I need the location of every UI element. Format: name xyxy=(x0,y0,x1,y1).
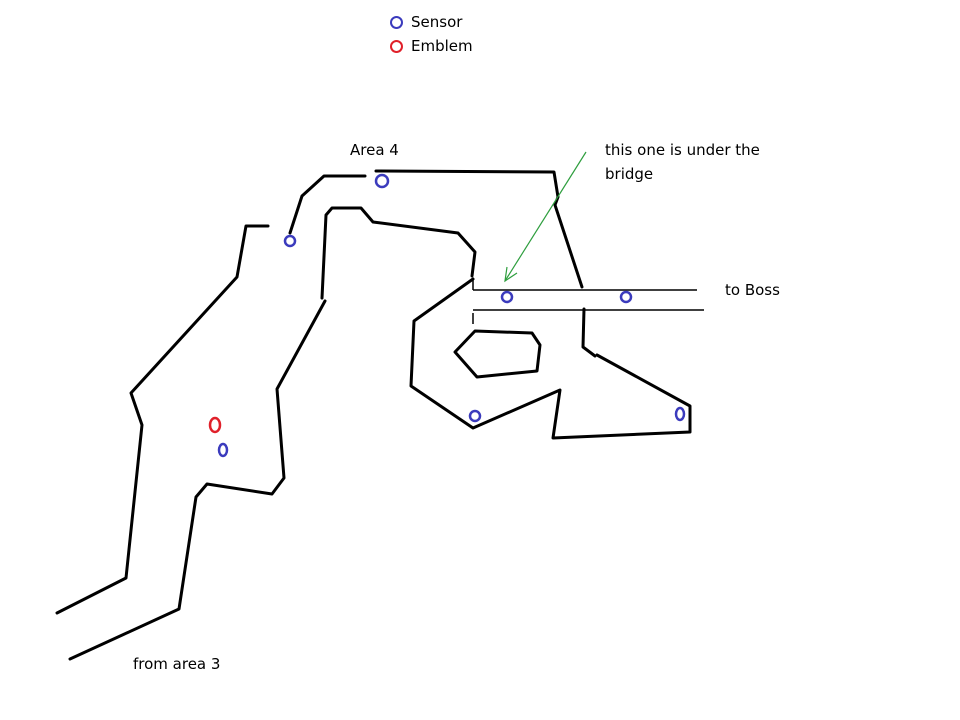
wall-outer-left xyxy=(55,224,270,615)
wall-outer-top xyxy=(288,174,367,235)
sensor-legend-icon xyxy=(390,15,403,29)
sensor-marker xyxy=(374,173,390,189)
sensor-marker xyxy=(619,290,633,304)
sensor-marker xyxy=(674,406,686,422)
from-area-label: from area 3 xyxy=(133,655,221,673)
to-boss-label: to Boss xyxy=(725,281,780,299)
wall-outer-top-right xyxy=(374,169,584,289)
legend-sensor-label: Sensor xyxy=(411,13,463,31)
emblem-marker xyxy=(208,416,222,434)
legend-item-sensor: Sensor xyxy=(390,11,462,33)
wall-basin xyxy=(409,277,692,440)
sensor-marker xyxy=(500,290,514,304)
annotation-arrow-line xyxy=(504,151,587,282)
bridge-note: this one is under the bridge xyxy=(605,141,760,183)
wall-island xyxy=(453,329,542,379)
wall-basin-stub xyxy=(581,307,597,358)
wall-inner-top xyxy=(320,206,477,300)
sensor-marker xyxy=(217,442,229,458)
sensor-marker xyxy=(468,409,482,423)
wall-inner-right xyxy=(68,299,327,661)
emblem-legend-icon xyxy=(390,39,403,53)
legend-item-emblem: Emblem xyxy=(390,35,473,57)
legend-emblem-label: Emblem xyxy=(411,37,473,55)
annotation-arrow-head xyxy=(504,266,518,283)
area-label: Area 4 xyxy=(350,141,399,159)
sensor-marker xyxy=(283,234,297,248)
